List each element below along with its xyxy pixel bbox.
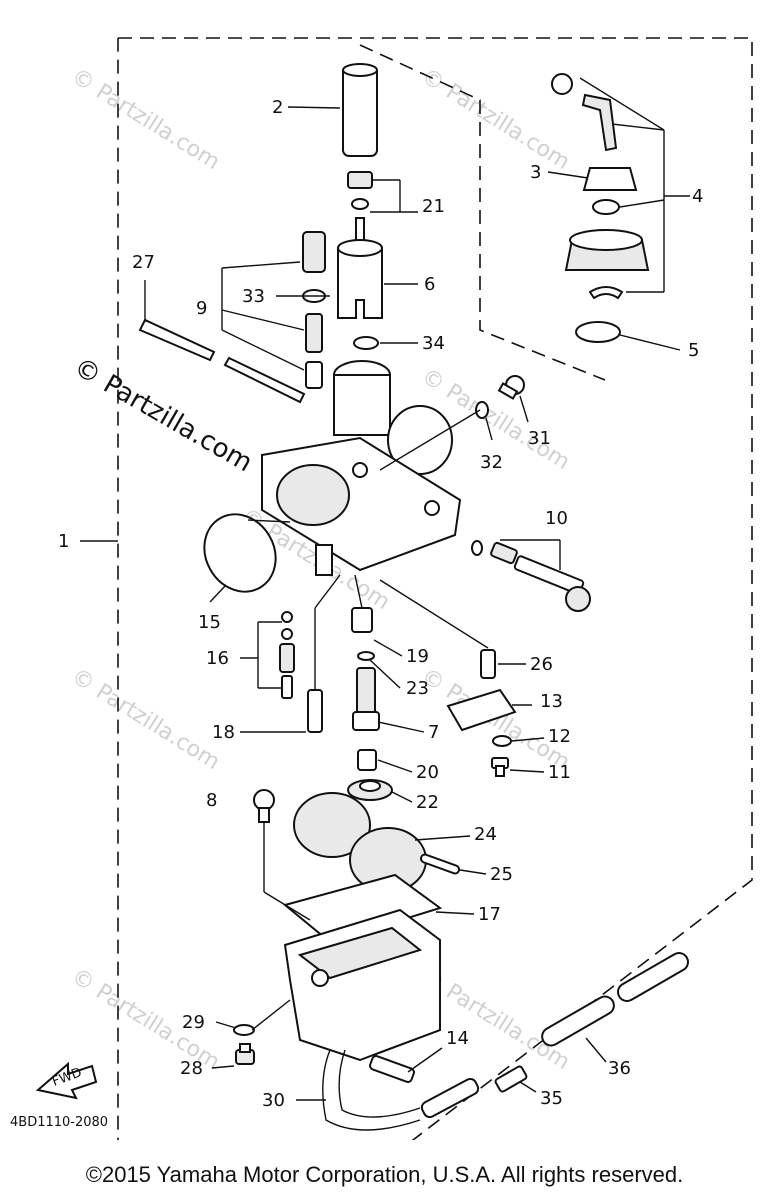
callout-26: 26 bbox=[530, 654, 553, 675]
parts-diagram: © Partzilla.com © Partzilla.com © Partzi… bbox=[10, 37, 753, 1140]
part-25-float-pin bbox=[419, 853, 461, 875]
part-26-plug bbox=[480, 649, 496, 679]
part-36-hose bbox=[541, 952, 689, 1047]
part-22-washer bbox=[347, 779, 393, 801]
watermark: © Partzilla.com bbox=[417, 64, 574, 175]
part-28-drain-screw bbox=[235, 1043, 255, 1065]
part-float-bowl bbox=[283, 908, 441, 1062]
callout-16: 16 bbox=[206, 648, 229, 669]
part-4-cable-adjuster bbox=[551, 73, 650, 300]
part-9-pilot-screw bbox=[302, 231, 326, 389]
part-29-washer bbox=[233, 1024, 255, 1036]
part-23-o-ring bbox=[357, 651, 375, 661]
part-30-hose-end bbox=[420, 1077, 480, 1119]
watermark: © Partzilla.com bbox=[67, 64, 224, 175]
part-19-needle-jet bbox=[351, 607, 373, 633]
callout-21: 21 bbox=[422, 196, 445, 217]
callout-6: 6 bbox=[424, 274, 435, 295]
leader-lines bbox=[80, 77, 690, 1101]
part-7-main-nozzle bbox=[352, 667, 380, 731]
part-31-screw bbox=[497, 375, 525, 400]
callout-13: 13 bbox=[540, 691, 563, 712]
fwd-arrow: FWD bbox=[35, 1061, 98, 1100]
part-21-spring bbox=[347, 171, 373, 210]
group-border-throttle bbox=[359, 44, 606, 381]
callout-27: 27 bbox=[132, 252, 155, 273]
callout-18: 18 bbox=[212, 722, 235, 743]
copyright-notice: ©2015 Yamaha Motor Corporation, U.S.A. A… bbox=[85, 1162, 684, 1187]
callout-4: 4 bbox=[692, 186, 703, 207]
partzilla-watermark: © Partzilla.com bbox=[69, 352, 258, 478]
part-11-screw bbox=[491, 757, 509, 777]
part-1-carburetor-body bbox=[261, 360, 462, 576]
callout-7: 7 bbox=[428, 722, 439, 743]
part-30-drain-hose bbox=[322, 1049, 421, 1131]
callout-5: 5 bbox=[688, 340, 699, 361]
callout-36: 36 bbox=[608, 1058, 631, 1079]
callout-34: 34 bbox=[422, 333, 445, 354]
callout-20: 20 bbox=[416, 762, 439, 783]
callout-22: 22 bbox=[416, 792, 439, 813]
callout-24: 24 bbox=[474, 824, 497, 845]
callout-19: 19 bbox=[406, 646, 429, 667]
callout-33: 33 bbox=[242, 286, 265, 307]
part-13-gasket bbox=[446, 688, 517, 732]
part-35-fitting bbox=[494, 1065, 528, 1093]
diagram-code: 4BD1110-2080 bbox=[10, 1115, 108, 1130]
callout-10: 10 bbox=[545, 508, 568, 529]
callout-15: 15 bbox=[198, 612, 221, 633]
callout-3: 3 bbox=[530, 162, 541, 183]
part-5-gasket bbox=[575, 321, 621, 343]
part-18-pilot-jet bbox=[307, 689, 323, 733]
callout-9: 9 bbox=[196, 298, 207, 319]
callout-17: 17 bbox=[478, 904, 501, 925]
callout-14: 14 bbox=[446, 1028, 469, 1049]
part-27-vent-hose bbox=[138, 318, 306, 404]
part-17-gasket bbox=[282, 873, 443, 944]
callout-30: 30 bbox=[262, 1090, 285, 1111]
part-15-o-ring bbox=[203, 513, 277, 593]
part-16-starter-plunger bbox=[279, 611, 295, 699]
callout-28: 28 bbox=[180, 1058, 203, 1079]
part-34-o-ring bbox=[353, 336, 379, 350]
part-2-cable-tube bbox=[342, 63, 378, 157]
callout-35: 35 bbox=[540, 1088, 563, 1109]
callout-25: 25 bbox=[490, 864, 513, 885]
part-6-throttle-valve bbox=[337, 217, 383, 319]
callout-12: 12 bbox=[548, 726, 571, 747]
part-24-float bbox=[293, 792, 427, 893]
part-10-throttle-stop-screw bbox=[471, 540, 591, 612]
part-20-main-jet bbox=[357, 749, 377, 771]
callout-labels: 1 2 3 4 5 6 7 8 9 10 11 12 13 14 15 16 1… bbox=[58, 97, 703, 1111]
callout-29: 29 bbox=[182, 1012, 205, 1033]
callout-8: 8 bbox=[206, 790, 217, 811]
part-14-drain-screw bbox=[369, 1055, 415, 1083]
watermark: © Partzilla.com bbox=[67, 664, 224, 775]
callout-23: 23 bbox=[406, 678, 429, 699]
part-32-washer bbox=[475, 401, 489, 419]
callout-31: 31 bbox=[528, 428, 551, 449]
callout-11: 11 bbox=[548, 762, 571, 783]
part-12-washer bbox=[492, 735, 512, 747]
callout-1: 1 bbox=[58, 531, 69, 552]
part-8-screw bbox=[253, 789, 275, 823]
callout-2: 2 bbox=[272, 97, 283, 118]
callout-32: 32 bbox=[480, 452, 503, 473]
